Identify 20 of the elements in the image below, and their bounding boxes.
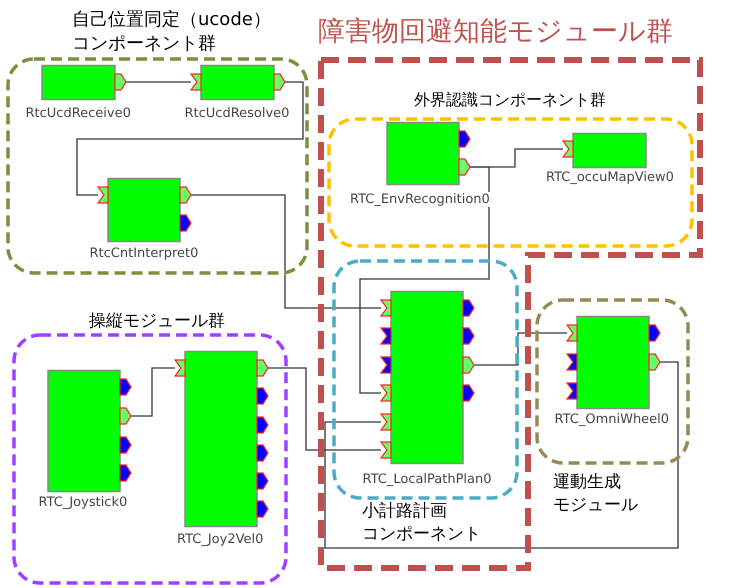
component-name: RTC_occuMapView0 xyxy=(546,170,674,185)
component-name: RTC_Joystick0 xyxy=(38,495,128,510)
module-title: 障害物回避知能モジュール群 xyxy=(318,15,674,49)
connector-line xyxy=(359,166,490,394)
connector-line xyxy=(131,367,175,417)
group-title: 自己位置同定（ucode）コンポーネント群 xyxy=(72,8,272,56)
connector-line xyxy=(191,194,381,309)
connector-line xyxy=(125,81,191,83)
component-name: RtcCntInterpret0 xyxy=(90,246,198,261)
connector-line xyxy=(76,81,304,196)
group-title: 運動生成モジュール xyxy=(553,471,639,517)
group-title: 外界認識コンポーネント群 xyxy=(413,89,607,111)
connector-line xyxy=(268,367,381,451)
connector-line xyxy=(324,361,679,549)
component-name: RTC_EnvRecognition0 xyxy=(350,192,490,207)
component-name: RTC_OmniWheel0 xyxy=(554,412,670,427)
group-title: 小計路計画コンポーネント xyxy=(362,500,482,546)
group-title: 操縦モジュール群 xyxy=(88,310,226,333)
component-name: RTC_LocalPathPlan0 xyxy=(362,472,492,487)
component-name: RTC_Joy2Vel0 xyxy=(177,532,264,547)
